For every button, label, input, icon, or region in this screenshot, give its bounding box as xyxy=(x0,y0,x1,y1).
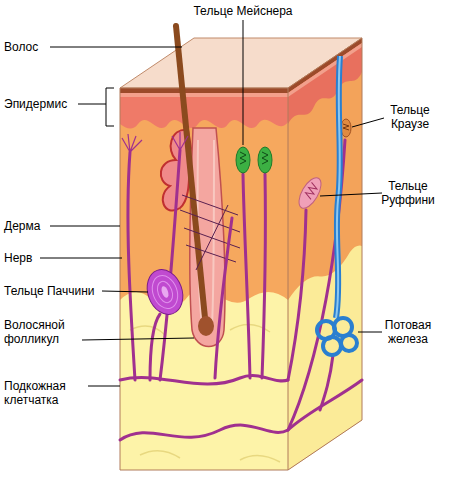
part-label: Тельце Краузе xyxy=(374,103,446,131)
part-label: Тельце Паччини xyxy=(4,284,114,298)
part-label: Подкожная клетчатка xyxy=(4,379,90,407)
part-label: Волос xyxy=(4,40,84,54)
part-label: Нерв xyxy=(4,251,64,265)
part-label: Потовая железа xyxy=(370,318,446,346)
part-label: Волосяной фолликул xyxy=(4,318,84,346)
part-label: Эпидермис xyxy=(4,97,94,111)
part-label: Дерма xyxy=(4,219,84,233)
part-label: Тельце Руффини xyxy=(370,179,446,207)
part-label: Тельце Мейснера xyxy=(178,4,308,18)
